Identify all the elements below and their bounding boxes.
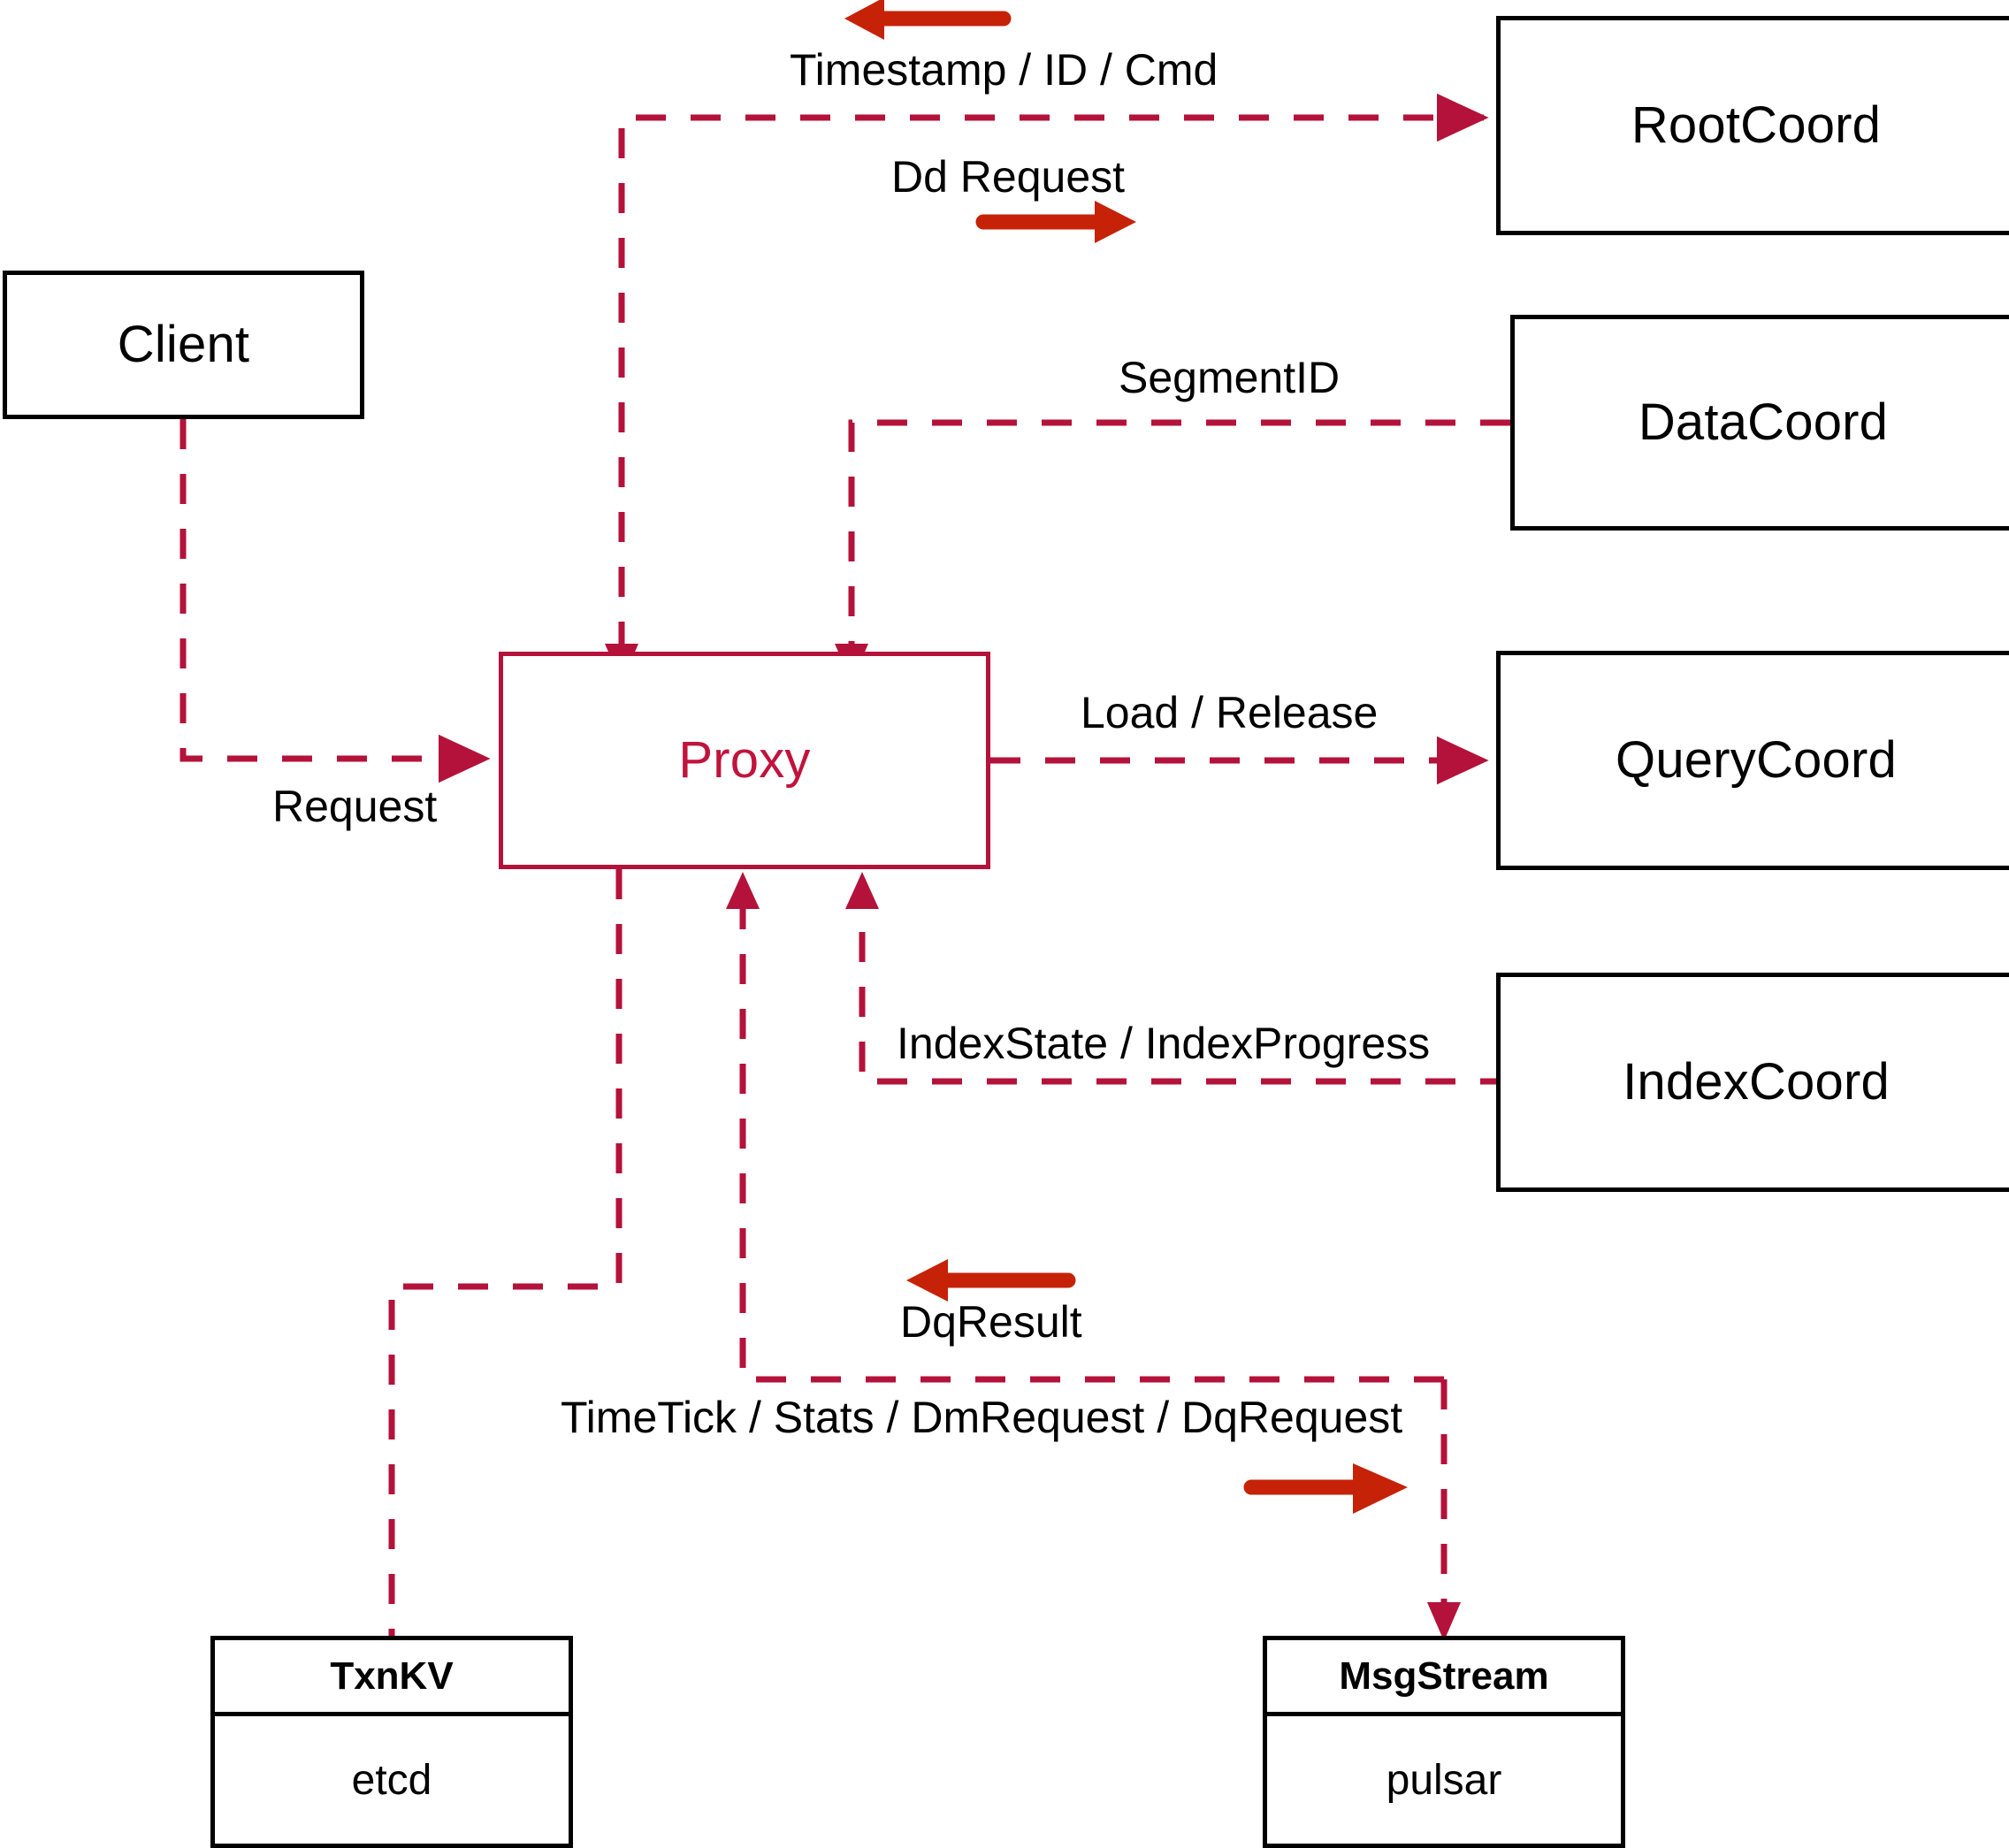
edge-client-to-proxy — [180, 419, 491, 783]
node-msgstream-impl: pulsar — [1386, 1756, 1502, 1804]
node-client-label: Client — [117, 316, 250, 373]
edge-label-timestamp-id-cmd: Timestamp / ID / Cmd — [790, 45, 1218, 95]
node-indexcoord-label: IndexCoord — [1623, 1053, 1890, 1111]
node-msgstream[interactable]: MsgStream pulsar — [1263, 1636, 1625, 1848]
edge-label-segment-id: SegmentID — [1119, 353, 1341, 402]
edge-label-index-state: IndexState / IndexProgress — [897, 1019, 1431, 1068]
node-txnkv-impl: etcd — [351, 1756, 432, 1804]
node-msgstream-header: MsgStream — [1267, 1640, 1621, 1716]
edge-indexcoord-proxy — [845, 872, 1510, 1085]
node-msgstream-title: MsgStream — [1339, 1653, 1549, 1698]
node-querycoord[interactable]: QueryCoord — [1496, 651, 2009, 870]
node-proxy-label: Proxy — [678, 731, 811, 789]
direction-arrow-right-dq-request — [1243, 1463, 1408, 1514]
edge-proxy-to-msgstream — [1427, 1379, 1461, 1641]
edge-label-request: Request — [272, 782, 438, 831]
node-txnkv-title: TxnKV — [330, 1653, 454, 1698]
edge-datacoord-proxy — [835, 419, 1510, 683]
direction-arrow-left-dq-result — [906, 1259, 1076, 1302]
node-txnkv-header: TxnKV — [215, 1640, 569, 1716]
direction-arrow-right-dd-request — [975, 201, 1136, 243]
node-txnkv[interactable]: TxnKV etcd — [210, 1636, 573, 1848]
node-rootcoord-label: RootCoord — [1631, 96, 1882, 154]
node-client[interactable]: Client — [3, 271, 364, 419]
node-datacoord[interactable]: DataCoord — [1510, 315, 2009, 531]
node-querycoord-label: QueryCoord — [1616, 731, 1897, 789]
node-rootcoord[interactable]: RootCoord — [1496, 16, 2009, 235]
edge-proxy-rootcoord — [605, 93, 1489, 683]
direction-arrow-left-timestamp — [844, 0, 1012, 40]
node-txnkv-body: etcd — [215, 1716, 569, 1844]
edge-label-dq-result: DqResult — [900, 1297, 1082, 1347]
edge-label-timetick-stats: TimeTick / Stats / DmRequest / DqRequest — [561, 1393, 1403, 1442]
edge-msgstream-to-proxy — [726, 872, 1444, 1383]
edge-proxy-txnkv — [388, 869, 623, 1636]
edge-label-dd-request: Dd Request — [891, 152, 1126, 202]
node-datacoord-label: DataCoord — [1638, 393, 1889, 451]
node-msgstream-body: pulsar — [1267, 1716, 1621, 1844]
edge-label-load-release: Load / Release — [1081, 688, 1379, 737]
node-proxy[interactable]: Proxy — [499, 652, 990, 869]
node-indexcoord[interactable]: IndexCoord — [1496, 973, 2009, 1192]
